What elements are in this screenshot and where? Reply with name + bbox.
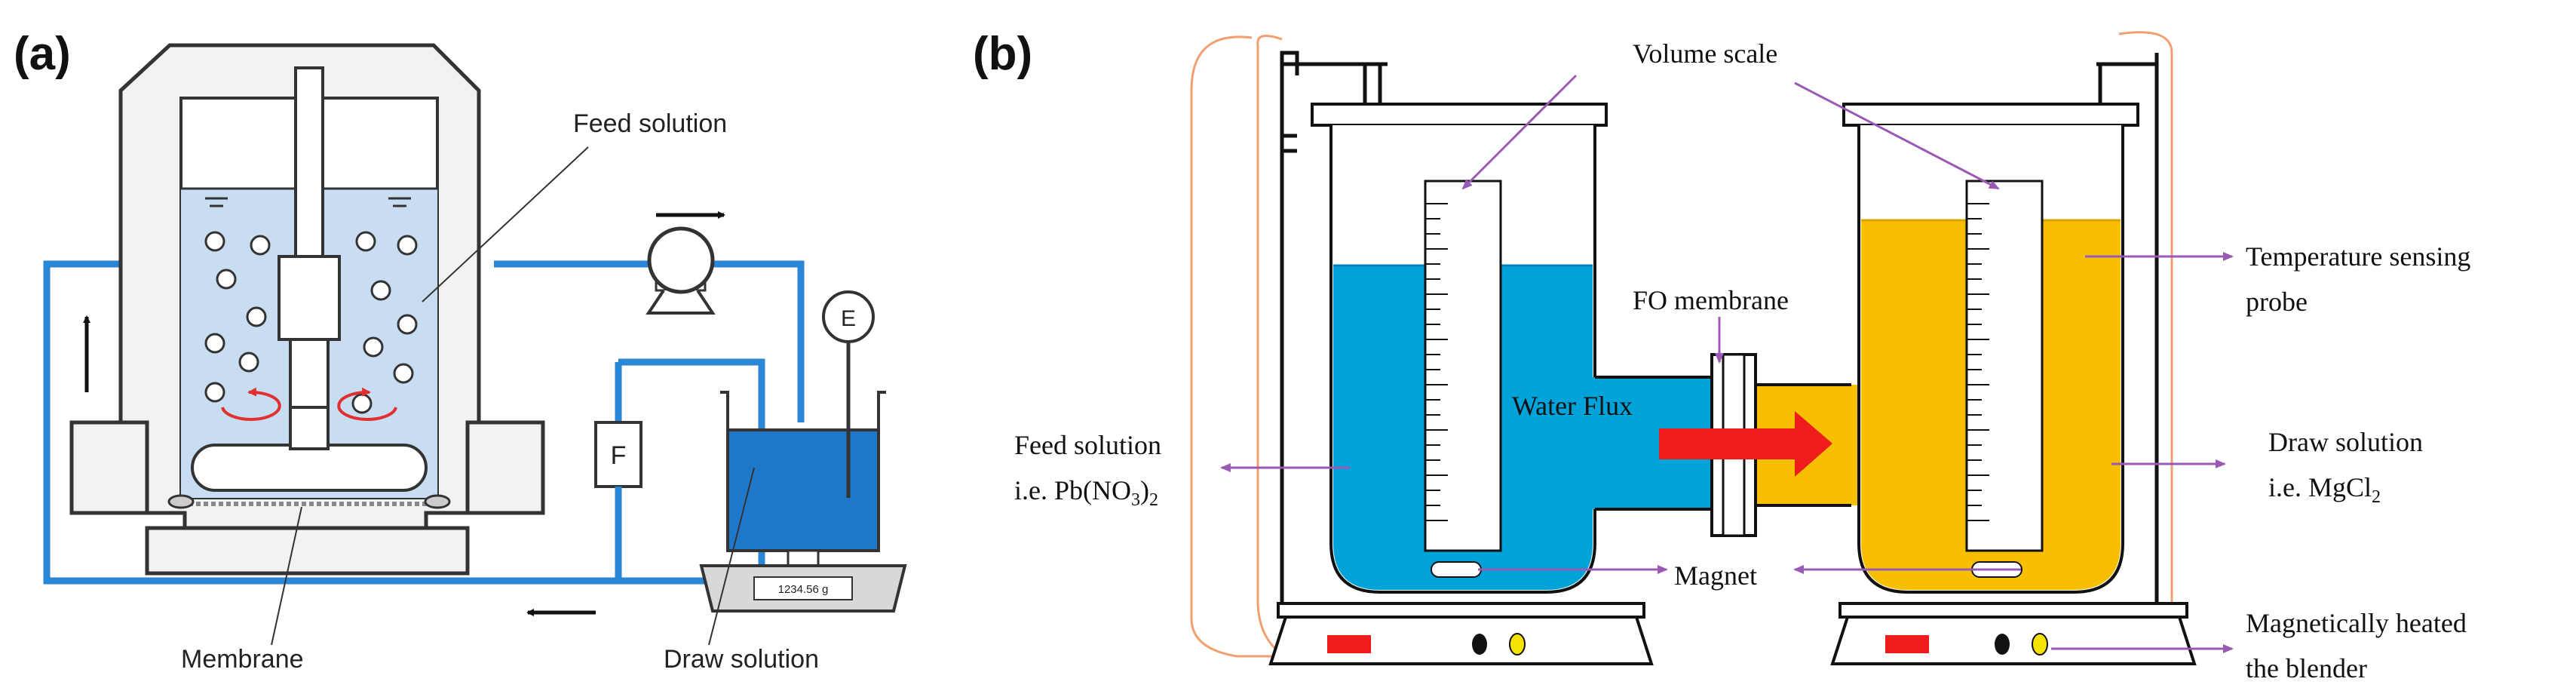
tubing [43,260,805,585]
pump [646,226,716,315]
draw-beaker-b [1842,103,2139,594]
draw-solution-b-label-1: Draw solution [2268,427,2423,457]
right-outline [2118,31,2173,665]
temperature-probe-label-1: Temperature sensing [2246,241,2470,272]
magnet-label: Magnet [1674,560,1757,591]
panel-a-label: (a) [14,28,71,80]
volume-scale-label: Volume scale [1633,38,1777,69]
balance-reading: 1234.56 g [778,583,829,596]
left-outline [1190,35,1290,658]
rotation-arrows [221,387,397,421]
callout-lines [1220,74,2234,653]
feed-volume-scale [1424,180,1502,552]
panel-b: (b) [973,28,2470,683]
draw-solution-label: Draw solution [664,645,819,674]
draw-solution-b-label-2: i.e. MgCl2 [2268,472,2381,507]
feed-particles [204,231,418,414]
feed-solution-b-label-2: i.e. Pb(NO3)2 [1014,475,1158,510]
flowmeter: F [594,421,642,488]
feed-heater [1268,602,1654,665]
panel-b-label: (b) [973,28,1032,80]
feed-solution-label: Feed solution [573,109,727,138]
heater-label-2: the blender [2246,653,2367,683]
draw-heater [1830,602,2197,665]
heater-label-1: Magnetically heated [2246,608,2467,638]
membrane-label: Membrane [181,645,304,674]
fo-membrane-label: FO membrane [1633,285,1789,315]
temperature-probe-label-2: probe [2246,287,2308,317]
meter-label: E [841,306,856,331]
draw-volume-scale [1965,180,2044,552]
feed-beaker [1311,103,1608,594]
feed-magnet [1431,561,1482,578]
water-flux-label: Water Flux [1512,391,1633,421]
membrane-cell [69,43,545,576]
flowmeter-label: F [611,441,627,470]
water-flux-arrow [1659,411,1832,477]
connecting-channel [1593,353,1859,537]
draw-beaker: 1234.56 g E [699,290,907,613]
feed-solution-b-label-1: Feed solution [1014,430,1161,460]
panel-a: (a) [14,28,907,674]
